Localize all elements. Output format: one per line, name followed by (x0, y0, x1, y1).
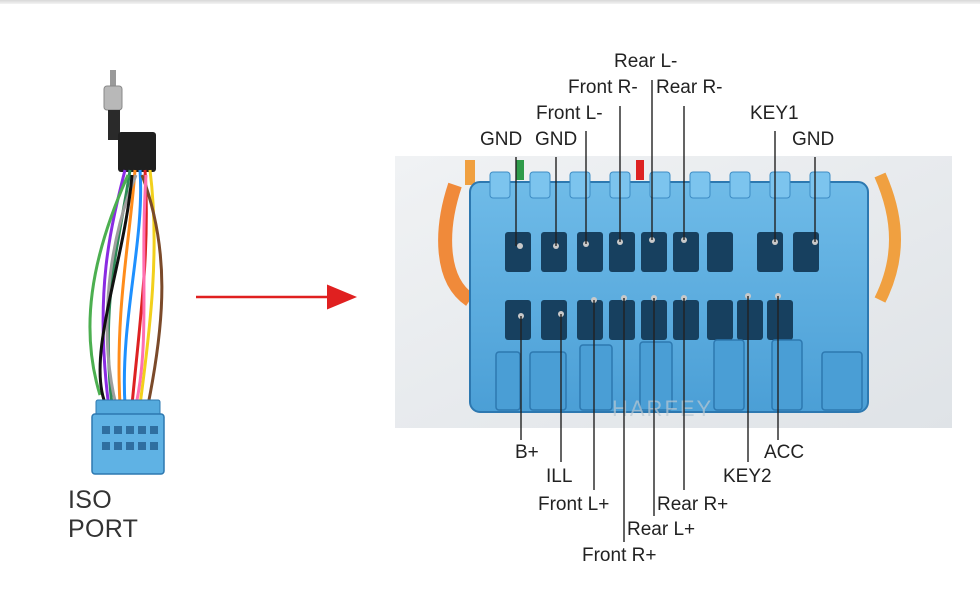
label-acc: ACC (764, 442, 805, 463)
connector-photo: HARFEY (395, 156, 952, 428)
wiring-harness-image (88, 70, 165, 475)
label-ill: ILL (546, 466, 573, 487)
label-b-plus: B+ (515, 442, 539, 463)
label-gnd-1: GND (480, 129, 523, 150)
top-divider (0, 0, 980, 4)
label-gnd-3: GND (792, 129, 835, 150)
top-leader-lines (515, 80, 816, 246)
iso-port-label: ISO PORT (68, 486, 139, 543)
label-rear-r-plus: Rear R+ (657, 494, 729, 515)
label-front-r-minus: Front R- (568, 77, 638, 98)
label-front-l-plus: Front L+ (538, 494, 610, 515)
bottom-leader-lines (520, 296, 779, 542)
label-rear-r-minus: Rear R- (656, 77, 723, 98)
label-key1: KEY1 (750, 103, 799, 124)
label-gnd-2: GND (535, 129, 578, 150)
label-front-r-plus: Front R+ (582, 545, 657, 566)
label-rear-l-minus: Rear L- (614, 51, 678, 72)
label-front-l-minus: Front L- (536, 103, 603, 124)
watermark-text: HARFEY (612, 396, 713, 421)
label-rear-l-plus: Rear L+ (627, 519, 696, 540)
label-key2: KEY2 (723, 466, 772, 487)
